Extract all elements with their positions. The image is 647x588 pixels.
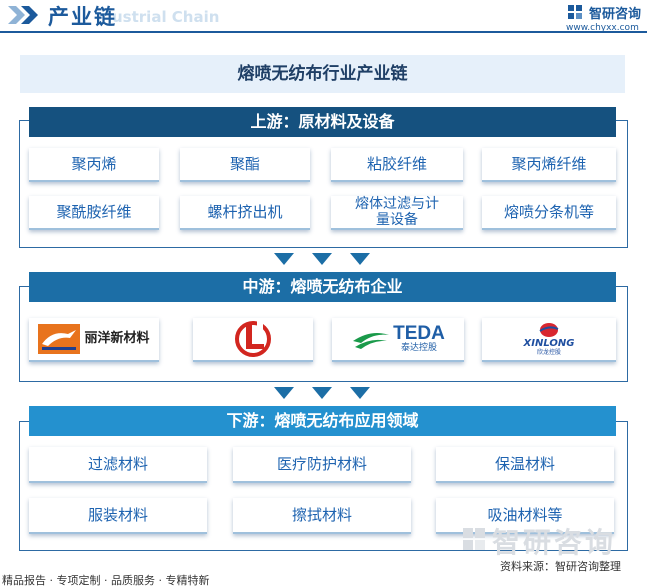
upstream-item: 聚丙烯纤维: [482, 148, 616, 182]
upstream-item: 螺杆挤出机: [180, 196, 310, 230]
teda-swoosh-icon: [353, 333, 390, 349]
downstream-item: 医疗防护材料: [233, 447, 411, 483]
upstream-item: 聚酰胺纤维: [29, 196, 159, 230]
upstream-item: 聚丙烯: [29, 148, 159, 182]
source-note: 资料来源：智研咨询整理: [500, 560, 621, 573]
diagram-title: 熔喷无纺布行业产业链: [237, 64, 408, 84]
enterprise-logo-xinlong: XINLONG 欣龙控股: [482, 318, 616, 362]
flow-arrow-icon: [350, 253, 370, 265]
header-watermark-text: ustrial Chain: [112, 8, 220, 26]
liyang-logo-icon: [38, 324, 81, 354]
brand-url: www.chyxx.com: [566, 23, 639, 33]
upstream-item: 聚酯: [180, 148, 310, 182]
enterprise-logo-red: [193, 318, 313, 362]
downstream-item: 过滤材料: [29, 447, 207, 483]
xinlong-logo-subtext: 欣龙控股: [536, 348, 561, 356]
downstream-item: 擦拭材料: [233, 498, 411, 534]
downstream-item: 服装材料: [29, 498, 207, 534]
xinlong-logo-text: XINLONG: [523, 337, 575, 349]
flow-arrow-icon: [312, 253, 332, 265]
xinlong-globe-icon: [539, 322, 559, 337]
upstream-item: 粘胶纤维: [331, 148, 463, 182]
midstream-band: 中游：熔喷无纺布企业: [29, 272, 616, 302]
red-l-logo-icon: [235, 321, 271, 357]
flow-arrow-icon: [274, 253, 294, 265]
flow-arrow-icon: [274, 387, 294, 399]
title-bar: [20, 55, 625, 93]
footer-slogan: 精品报告 · 专项定制 · 品质服务 · 专精特新: [2, 574, 210, 587]
upstream-item: 熔体过滤与计量设备: [331, 196, 463, 230]
brand-name: 智研咨询: [589, 7, 642, 22]
upstream-item: 熔喷分条机等: [482, 196, 616, 230]
flow-arrow-icon: [350, 387, 370, 399]
watermark-logo-icon: [463, 528, 485, 550]
liyang-logo-text: 丽洋新材料: [84, 331, 150, 346]
upstream-band: 上游：原材料及设备: [29, 107, 616, 137]
brand-logo-icon: [568, 5, 582, 19]
watermark-text: 智研咨询: [492, 526, 617, 559]
enterprise-logo-liyang: 丽洋新材料: [29, 318, 159, 362]
flow-arrow-icon: [312, 387, 332, 399]
header-divider: [0, 31, 647, 33]
teda-logo-subtext: 泰达控股: [400, 343, 437, 353]
downstream-item: 保温材料: [436, 447, 614, 483]
chevron-double-icon: [8, 6, 38, 24]
downstream-band: 下游：熔喷无纺布应用领域: [29, 406, 616, 436]
enterprise-logo-teda: TEDA 泰达控股: [332, 318, 464, 362]
section-title: 产业链: [48, 5, 117, 29]
teda-logo-text: TEDA: [393, 323, 445, 344]
